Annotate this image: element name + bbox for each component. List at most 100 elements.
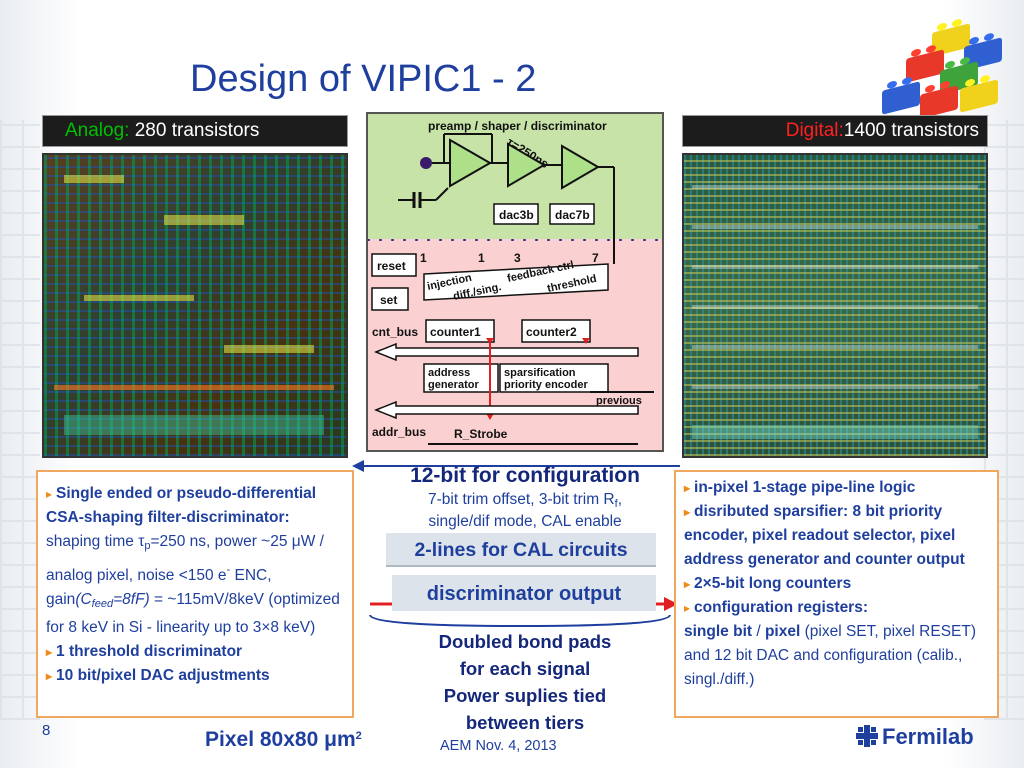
counter1-box (425, 319, 495, 343)
shaper-triangle (507, 142, 546, 188)
address-generator-box (423, 363, 499, 393)
config-title: 12-bit for configuration (410, 464, 640, 487)
pixel-schematic: preamp / shaper / discriminator τ=250ns … (366, 112, 664, 452)
background-grid-left (0, 120, 40, 720)
r4-bold: configuration registers: (694, 599, 868, 616)
power-line-2: between tiers (465, 712, 585, 733)
cnt-bus-arrow (373, 342, 639, 362)
pixel-size-exp: 2 (355, 730, 362, 742)
analog-label: Analog: (65, 120, 130, 141)
analog-layout-image (42, 153, 348, 458)
config-sub-a: 7-bit trim offset, 3-bit trim R (428, 491, 615, 508)
bullet1-text-e: = ~115mV/8keV (optimized for 8 keV in Si… (46, 591, 340, 636)
bit3-label: 3 (514, 251, 521, 265)
digital-panel-header: Digital:1400 transistors (682, 115, 988, 147)
digital-description-box: ▸in-pixel 1-stage pipe-line logic ▸disri… (674, 470, 999, 718)
mu-symbol: μ (291, 533, 301, 550)
reset-label: reset (377, 259, 406, 273)
dac7b-label: dac7b (555, 208, 590, 222)
digital-layout-image (682, 153, 988, 458)
digital-label: Digital: (785, 120, 844, 141)
fermilab-logo-icon (856, 725, 878, 747)
r-strobe-label: R_Strobe (454, 427, 508, 441)
digital-count: 1400 transistors (843, 120, 979, 141)
config-sub-c: single/dif mode, CAL enable (428, 513, 622, 530)
bond-pads-note: Doubled bond pads for each signal Power … (372, 628, 678, 736)
r4-sep: / (752, 623, 765, 640)
fermilab-text: Fermilab (882, 724, 974, 749)
slide-title: Design of VIPIC1 - 2 (190, 58, 537, 100)
bullet1-text-a: shaping time (46, 533, 139, 550)
config-register-box (423, 263, 609, 301)
cfeed-b: =8fF) (113, 591, 150, 608)
analog-bullet-1: ▸Single ended or pseudo-differential CSA… (46, 482, 344, 640)
dac7b-box (549, 203, 595, 225)
doubled-line-2: for each signal (459, 658, 591, 679)
discriminator-output-label: discriminator output (392, 575, 656, 611)
counter2-box (521, 319, 591, 343)
addr-bus-label: addr_bus (372, 425, 426, 439)
set-box (371, 287, 409, 311)
r1-text: in-pixel 1-stage pipe-line logic (694, 479, 916, 496)
digital-bullet-4: ▸configuration registers: single bit / pi… (684, 596, 989, 692)
set-label: set (380, 293, 397, 307)
generator-label: generator (428, 379, 479, 391)
pixel-size-unit: μm (324, 728, 356, 751)
r4-bold2: single bit (684, 623, 753, 640)
bullet-triangle-icon: ▸ (46, 669, 53, 683)
bullet-triangle-icon: ▸ (684, 481, 691, 495)
digital-bullet-3: ▸2×5-bit long counters (684, 572, 989, 596)
digital-bullet-1: ▸in-pixel 1-stage pipe-line logic (684, 476, 989, 500)
bit1b-label: 1 (478, 251, 485, 265)
config-subtitle: 7-bit trim offset, 3-bit trim Rf, single… (380, 491, 670, 530)
bullet1-text-b: =250 ns, power ~25 (150, 533, 292, 550)
dac3b-box (493, 203, 539, 225)
electron-superscript: - (226, 564, 231, 576)
bullet1-text-c: W / analog pixel, noise <150 e (46, 533, 324, 584)
analog-description-box: ▸Single ended or pseudo-differential CSA… (36, 470, 354, 718)
config-sub-f: f (614, 498, 618, 510)
bullet3-text: 10 bit/pixel DAC adjustments (56, 667, 270, 684)
config-sub-b: , (617, 491, 622, 508)
bullet-triangle-icon: ▸ (684, 505, 691, 519)
analog-bullet-2: ▸1 threshold discriminator (46, 640, 344, 664)
bullet1-text-d: ENC, gain (46, 567, 272, 608)
bullet2-text: 1 threshold discriminator (56, 643, 243, 660)
bit7-label: 7 (592, 251, 599, 265)
reset-box (371, 253, 417, 277)
fermilab-logo: Fermilab (856, 724, 974, 750)
dac3b-label: dac3b (499, 208, 534, 222)
r4-text: (pixel SET, pixel RESET) and 12 bit DAC … (684, 623, 977, 688)
doubled-line-1: Doubled bond pads (438, 631, 612, 652)
discriminator-triangle (561, 144, 600, 190)
previous-label: previous (596, 395, 642, 407)
preamp-triangle (449, 138, 493, 188)
sparsification-label: sparsification (504, 367, 576, 379)
cfeed-subscript: feed (91, 598, 114, 610)
addr-bus-arrow (373, 400, 639, 420)
input-node (420, 157, 432, 169)
r4-bold3: pixel (764, 623, 801, 640)
cnt-bus-label: cnt_bus (372, 325, 418, 339)
bullet-triangle-icon: ▸ (684, 601, 691, 615)
cfeed-a: (C (75, 591, 92, 608)
analog-panel-header: Analog: 280 transistors (42, 115, 348, 147)
analog-bullet-3: ▸10 bit/pixel DAC adjustments (46, 664, 344, 688)
analog-count: 280 transistors (129, 120, 260, 141)
lego-bricks-icon (876, 20, 1006, 120)
bullet-triangle-icon: ▸ (46, 487, 53, 501)
footer-date: AEM Nov. 4, 2013 (440, 738, 557, 754)
bullet1-bold: Single ended or pseudo-differential CSA-… (46, 485, 317, 526)
pixel-size-text: Pixel 80x80 (205, 728, 325, 751)
counter2-label: counter2 (526, 325, 577, 339)
priority-encoder-label: priority encoder (504, 379, 588, 391)
address-label: address (428, 367, 470, 379)
sparsification-box (499, 363, 609, 393)
bit1a-label: 1 (420, 251, 427, 265)
bullet-triangle-icon: ▸ (684, 577, 691, 591)
counter1-label: counter1 (430, 325, 481, 339)
r2-text: disributed sparsifier: 8 bit priority en… (684, 503, 965, 568)
bullet-triangle-icon: ▸ (46, 645, 53, 659)
tau-subscript: p (144, 540, 151, 552)
power-line-1: Power suplies tied (443, 685, 607, 706)
